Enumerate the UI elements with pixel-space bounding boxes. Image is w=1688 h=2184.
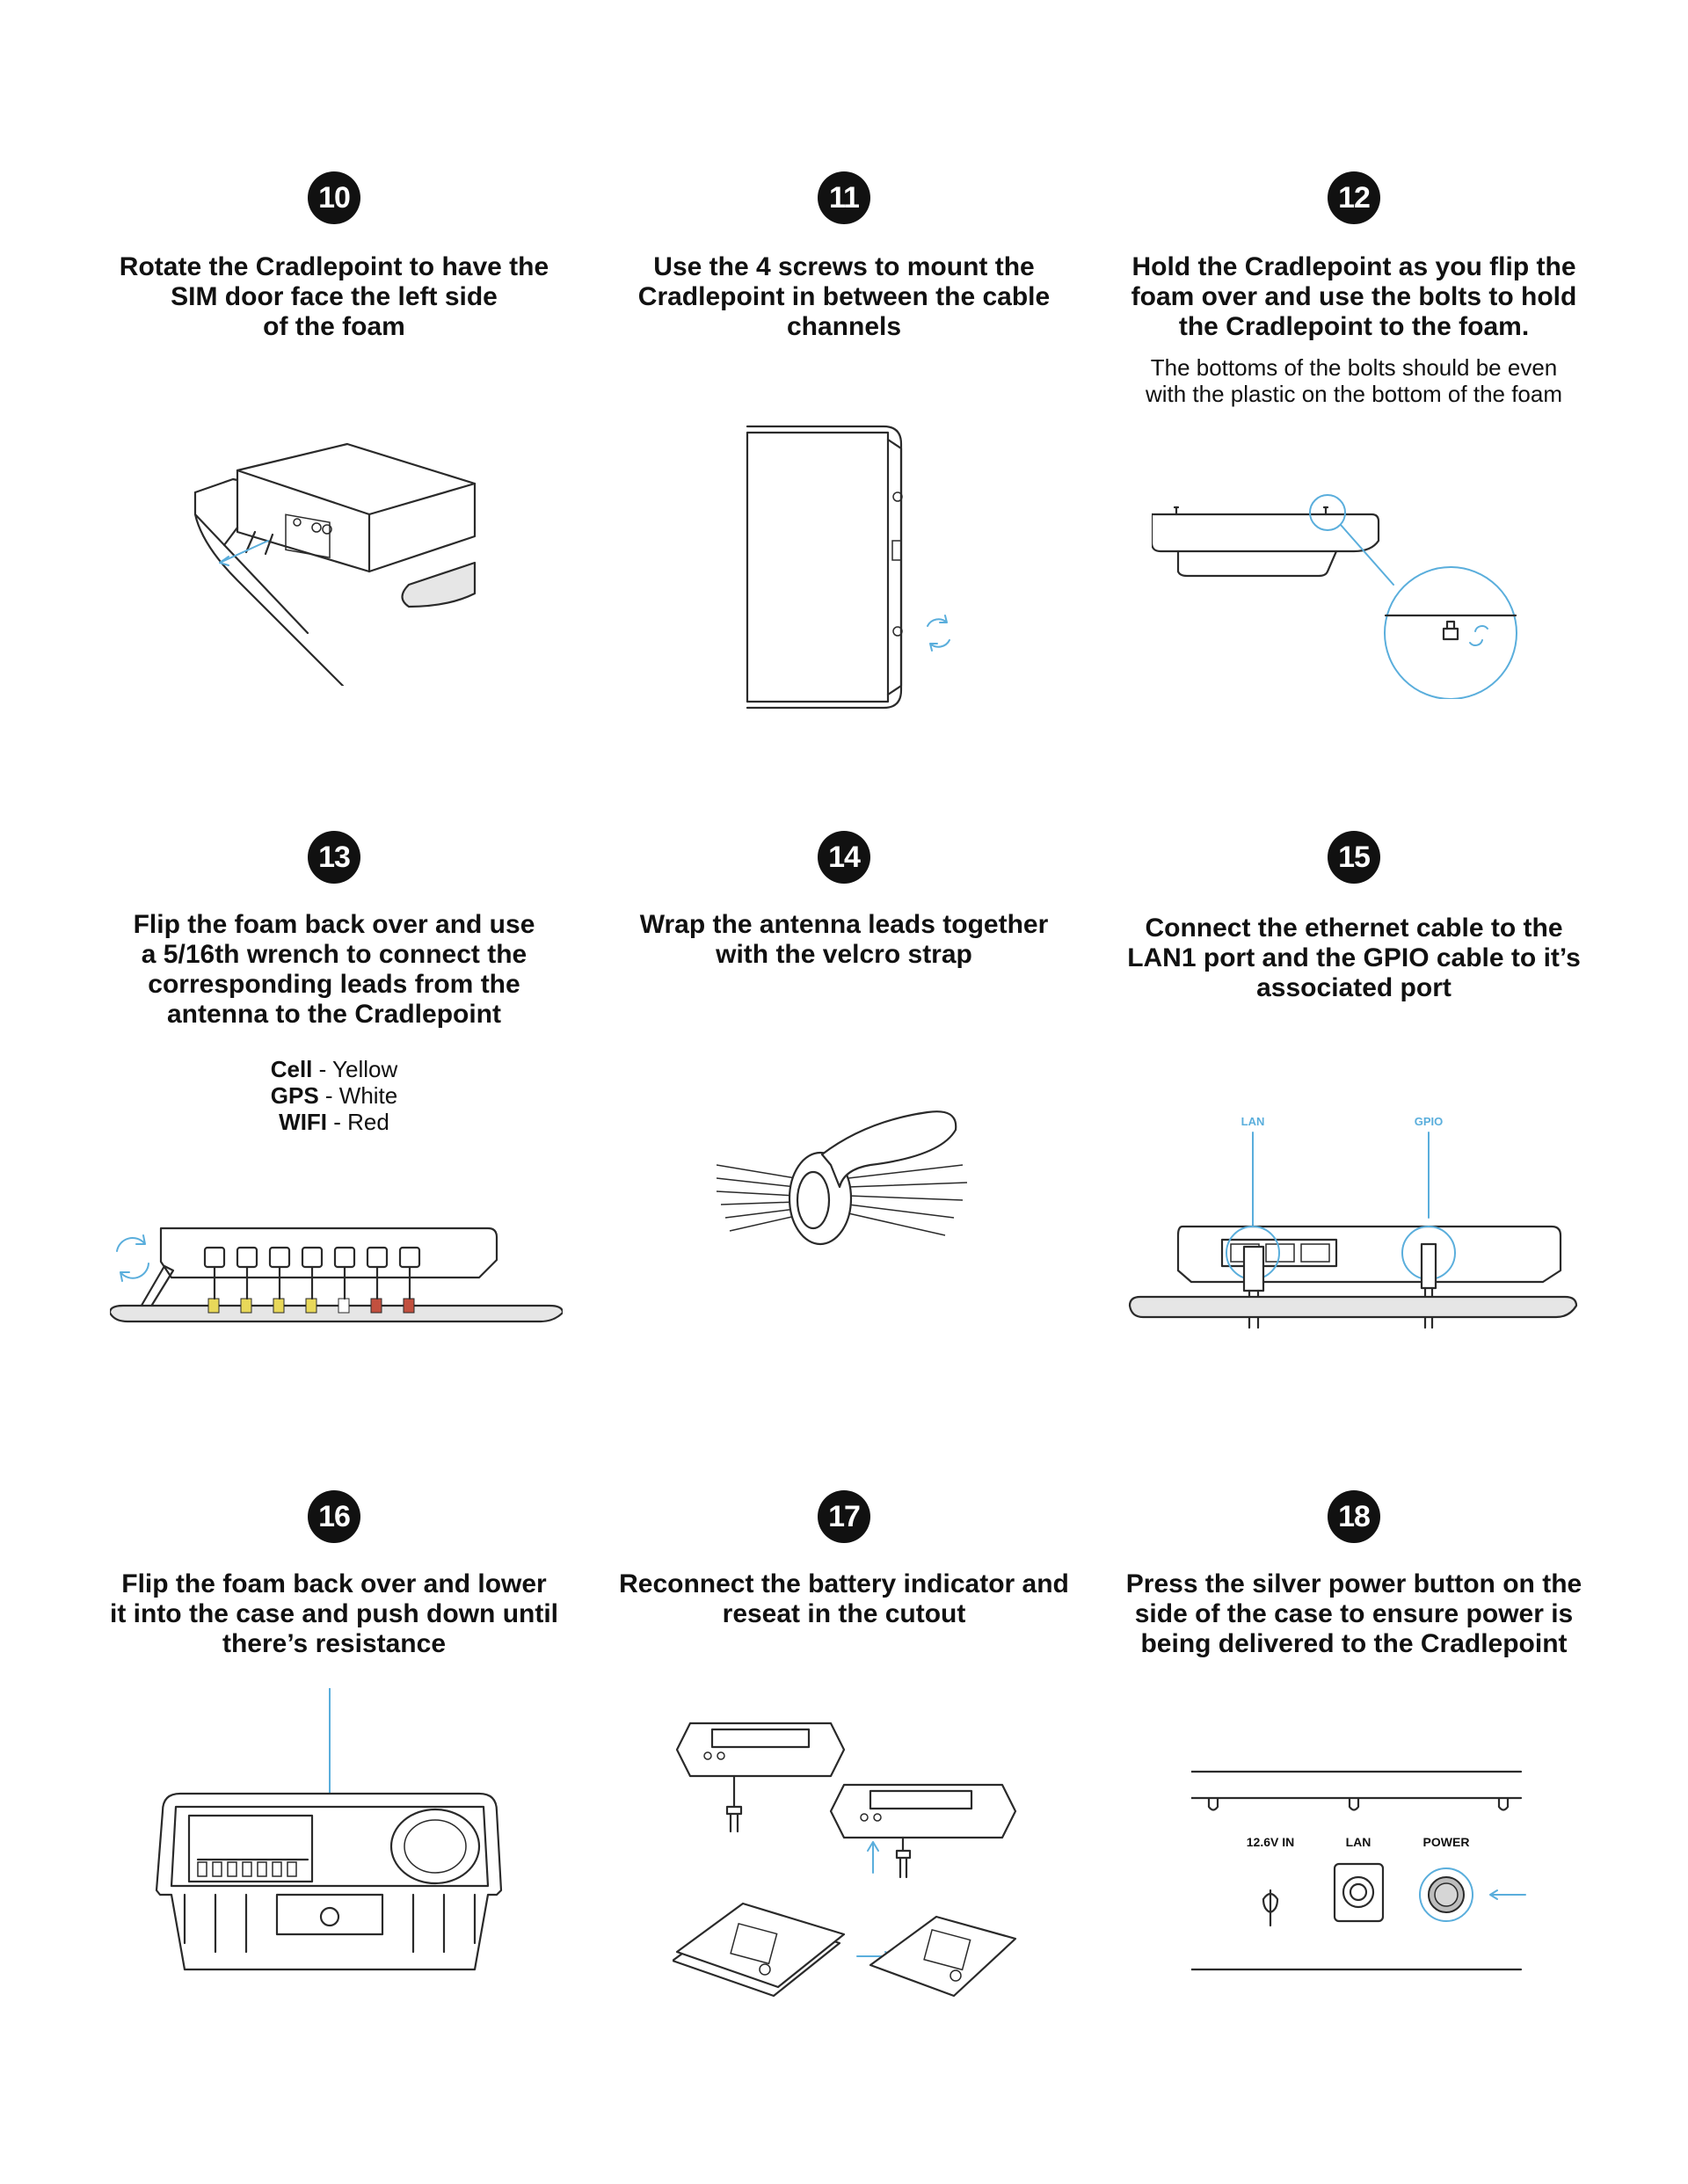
step-number-badge: 11 [818, 171, 870, 224]
step-17: 17 Reconnect the battery indicator and r… [598, 1490, 1090, 1629]
step-note: The bottoms of the bolts should be even … [1108, 354, 1600, 407]
step-10: 10 Rotate the Cradlepoint to have the SI… [88, 171, 580, 342]
lead-color-list: Cell - Yellow GPS - White WIFI - Red [88, 1056, 580, 1135]
step-11: 11 Use the 4 screws to mount the Cradlep… [598, 171, 1090, 342]
step-15: 15 Connect the ethernet cable to the LAN… [1108, 831, 1600, 1003]
step-title: Hold the Cradlepoint as you flip the foa… [1108, 252, 1600, 342]
step-title: Reconnect the battery indicator and rese… [598, 1569, 1090, 1629]
lan-label: LAN [1241, 1115, 1265, 1128]
illustration-battery-indicator [673, 1719, 1029, 2022]
illustration-rotate-cradlepoint [185, 431, 484, 686]
step-18: 18 Press the silver power button on the … [1108, 1490, 1600, 1659]
step-title: Connect the ethernet cable to the LAN1 p… [1108, 914, 1600, 1003]
step-number-badge: 12 [1328, 171, 1380, 224]
step-number-badge: 16 [308, 1490, 360, 1543]
step-16: 16 Flip the foam back over and lower it … [88, 1490, 580, 1659]
step-number-badge: 18 [1328, 1490, 1380, 1543]
step-number-badge: 14 [818, 831, 870, 884]
gpio-label: GPIO [1415, 1115, 1444, 1128]
illustration-lower-into-case [149, 1688, 510, 1978]
step-14: 14 Wrap the antenna leads together with … [598, 831, 1090, 970]
step-12: 12 Hold the Cradlepoint as you flip the … [1108, 171, 1600, 407]
step-title: Use the 4 screws to mount the Cradlepoin… [598, 252, 1090, 342]
step-title: Flip the foam back over and use a 5/16th… [88, 910, 580, 1030]
power-label: POWER [1423, 1835, 1470, 1849]
step-title: Press the silver power button on the sid… [1108, 1569, 1600, 1659]
step-number-badge: 10 [308, 171, 360, 224]
illustration-velcro-strap [717, 1103, 971, 1270]
illustration-lan-gpio: LAN GPIO [1121, 1108, 1578, 1336]
illustration-bolts-zoom [1152, 488, 1539, 699]
illustration-power-panel: 12.6V IN LAN POWER [1191, 1767, 1534, 1974]
illustration-mount-screws [743, 422, 971, 712]
step-number-badge: 17 [818, 1490, 870, 1543]
step-title: Wrap the antenna leads together with the… [598, 910, 1090, 970]
lead-cell: Cell - Yellow [88, 1056, 580, 1082]
step-title: Rotate the Cradlepoint to have the SIM d… [88, 252, 580, 342]
step-number-badge: 15 [1328, 831, 1380, 884]
input-label: 12.6V IN [1247, 1835, 1294, 1849]
illustration-antenna-leads [110, 1218, 563, 1328]
lead-wifi: WIFI - Red [88, 1109, 580, 1135]
step-13: 13 Flip the foam back over and use a 5/1… [88, 831, 580, 1135]
step-number-badge: 13 [308, 831, 360, 884]
step-title: Flip the foam back over and lower it int… [88, 1569, 580, 1659]
lan-port-label: LAN [1346, 1835, 1372, 1849]
lead-gps: GPS - White [88, 1082, 580, 1109]
